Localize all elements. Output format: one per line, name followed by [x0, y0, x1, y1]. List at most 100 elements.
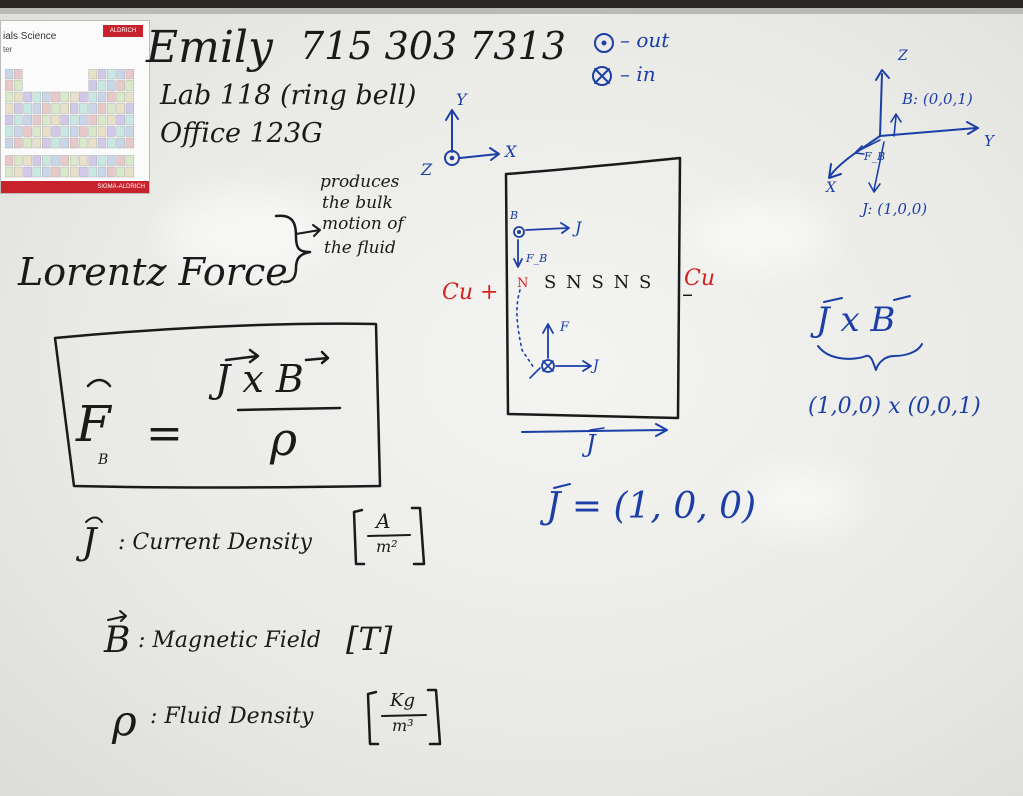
- b-arrow-diag: [529, 367, 541, 379]
- in-legend-text: – in: [620, 62, 656, 86]
- element-cell: [32, 114, 42, 126]
- element-cell: [5, 126, 14, 137]
- element-cell: [116, 91, 125, 103]
- f-arrow-up: [542, 323, 554, 359]
- element-cell: [51, 166, 60, 178]
- element-cell: [79, 137, 88, 149]
- out-symbol: [594, 33, 614, 53]
- element-cell: [88, 91, 97, 103]
- definition-symbol-b: B: [104, 620, 131, 661]
- element-cell: [97, 137, 107, 149]
- element-cell: [51, 126, 60, 137]
- unit-fraction-bar: [367, 534, 411, 537]
- element-cell: [32, 126, 42, 137]
- axis-z-label: Z: [421, 160, 433, 179]
- element-cell: [97, 103, 107, 114]
- element-cell: [60, 114, 69, 126]
- element-cell: [125, 103, 135, 114]
- element-cell: [14, 137, 23, 149]
- element-cell: [60, 155, 69, 166]
- element-cell: [60, 91, 69, 103]
- magnet-n-marker: N: [517, 276, 529, 291]
- unit-bracket-right: [426, 688, 442, 746]
- element-cell: [69, 114, 79, 126]
- element-cell: [125, 155, 135, 166]
- element-cell: [116, 137, 125, 149]
- definition-text-fluid-density: : Fluid Density: [150, 704, 314, 729]
- axis3d-b-arrow: [890, 113, 902, 137]
- lorentz-force-title: Lorentz Force: [18, 250, 288, 294]
- copper-cathode-label: Cu: [684, 266, 716, 291]
- definition-text-magnetic-field: : Magnetic Field: [138, 628, 321, 653]
- element-cell: [14, 103, 23, 114]
- unit-fraction-bar: [381, 714, 427, 717]
- element-cell: [107, 155, 116, 166]
- fraction-bar: [236, 406, 342, 412]
- element-cell: [5, 155, 14, 166]
- formula-numerator: J x B: [215, 357, 304, 401]
- force-f-label: F: [560, 320, 570, 335]
- element-cell: [107, 80, 116, 91]
- element-cell: [5, 80, 14, 91]
- periodic-table-grid: [5, 69, 135, 178]
- element-cell: [107, 126, 116, 137]
- element-cell: [32, 137, 42, 149]
- element-cell: [60, 137, 69, 149]
- element-cell: [5, 114, 14, 126]
- element-cell: [14, 166, 23, 178]
- element-cell: [88, 155, 97, 166]
- definition-symbol-j: J: [82, 522, 97, 563]
- element-cell: [88, 114, 97, 126]
- unit-top-kg: Kg: [390, 690, 415, 711]
- element-cell: [97, 114, 107, 126]
- axis3d-x-label: X: [826, 180, 836, 196]
- element-cell: [42, 103, 51, 114]
- current-j-label-top: J: [575, 218, 582, 237]
- element-cell: [14, 91, 23, 103]
- light-glare: [740, 470, 860, 530]
- element-cell: [107, 114, 116, 126]
- element-cell: [107, 91, 116, 103]
- element-cell: [97, 166, 107, 178]
- element-cell: [23, 155, 32, 166]
- element-cell: [32, 103, 42, 114]
- phone-text: 715 303 7313: [300, 24, 566, 68]
- element-cell: [107, 69, 116, 80]
- element-cell: [88, 126, 97, 137]
- poster-brand-logo: ALDRICH: [103, 25, 143, 37]
- current-arrow-below: [521, 423, 668, 437]
- magnet-poles-text: S N S N S: [544, 272, 654, 293]
- annotation-brace: [274, 214, 312, 284]
- element-cell: [42, 114, 51, 126]
- element-cell: [14, 80, 23, 91]
- vector-arrow-j-below: [589, 427, 605, 431]
- axis-y-label: Y: [456, 90, 467, 109]
- unit-bottom-m3: m³: [392, 716, 414, 735]
- lab-text: Lab 118 (ring bell): [160, 80, 417, 111]
- copper-anode-label: Cu +: [442, 280, 499, 305]
- element-cell: [116, 155, 125, 166]
- poster-subtitle: ter: [3, 45, 13, 54]
- element-cell: [116, 166, 125, 178]
- in-symbol: [592, 66, 612, 86]
- element-cell: [88, 69, 97, 80]
- element-cell: [23, 126, 32, 137]
- j-arrow-bottom: [555, 360, 592, 372]
- element-cell: [116, 69, 125, 80]
- annotation-line: the fluid: [324, 238, 396, 258]
- axis3d-y-label: Y: [984, 132, 994, 150]
- definition-text-current-density: : Current Density: [118, 530, 312, 555]
- element-cell: [69, 166, 79, 178]
- axis-x-label: X: [505, 142, 517, 161]
- element-cell: [116, 126, 125, 137]
- element-cell: [5, 166, 14, 178]
- element-cell: [116, 103, 125, 114]
- cross-product-brace: [817, 343, 923, 371]
- cathode-sign: –: [682, 282, 693, 307]
- current-j-vector-text: J = (1, 0, 0): [546, 486, 757, 527]
- cross-product-expression: J x B: [816, 300, 896, 340]
- element-cell: [42, 126, 51, 137]
- element-cell: [88, 166, 97, 178]
- office-text: Office 123G: [160, 118, 323, 149]
